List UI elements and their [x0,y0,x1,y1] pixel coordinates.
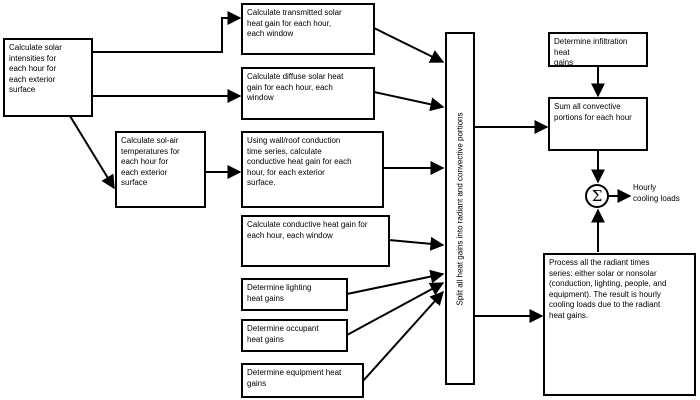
split-label: Split all heat gains into radiant and co… [455,111,465,306]
box-split-radiant-convective: Split all heat gains into radiant and co… [445,32,475,385]
arrow-equipment-to-split [362,290,444,382]
sum-sigma-node: Σ [585,184,609,208]
arrow-solar-to-transmitted [92,11,242,53]
arrow-transmitted-to-split [373,27,445,63]
arrow-occupant-to-split [346,282,445,336]
arrow-lighting-to-split [346,269,445,295]
arrow-window-to-split [388,236,445,251]
arrow-solar-to-solair [69,115,115,190]
arrow-diffuse-to-split [373,91,445,112]
